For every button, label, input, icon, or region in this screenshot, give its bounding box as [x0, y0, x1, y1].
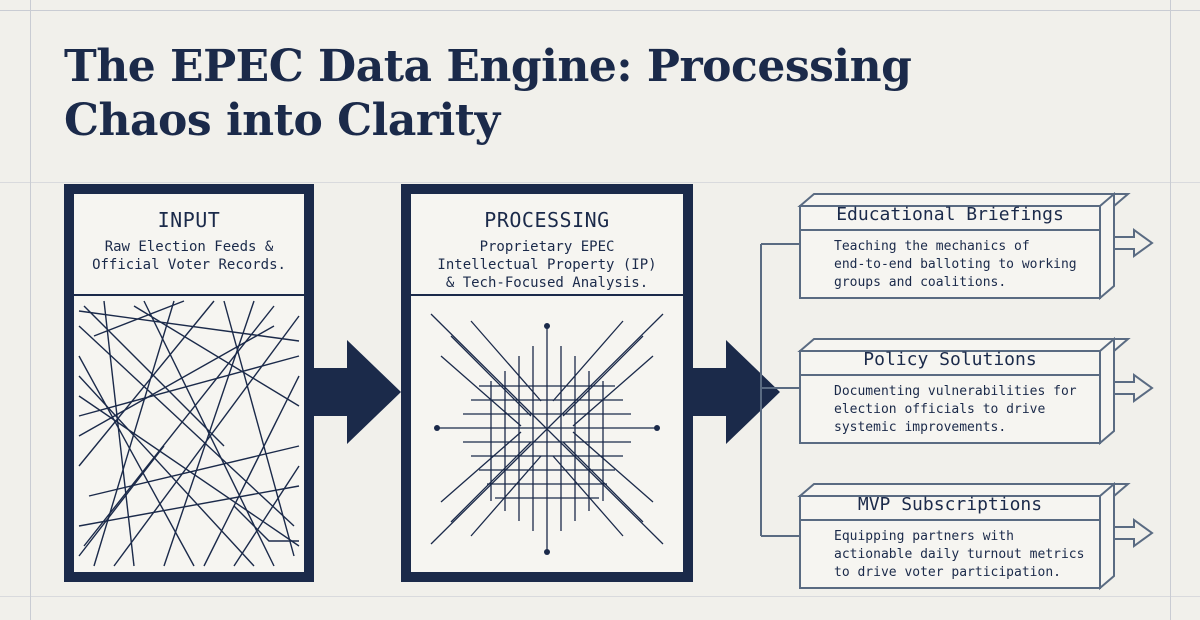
output-box-mvp-subscriptions: MVP Subscriptions Equipping partners wit…	[797, 481, 1131, 591]
processing-box: PROCESSING Proprietary EPEC Intellectual…	[401, 184, 693, 582]
output-description: Documenting vulnerabilities for election…	[834, 384, 1077, 435]
input-heading: INPUT	[157, 208, 221, 232]
input-header: INPUT Raw Election Feeds & Official Vote…	[74, 194, 304, 296]
hollow-arrow-icon	[1113, 373, 1154, 403]
output-box-policy-solutions: Policy Solutions Documenting vulnerabili…	[797, 336, 1131, 446]
output-box-educational-briefings: Educational Briefings Teaching the mecha…	[797, 191, 1131, 301]
page-title: The EPEC Data Engine: Processing Chaos i…	[64, 41, 912, 146]
output-description: Equipping partners with actionable daily…	[834, 529, 1085, 580]
output-title: Educational Briefings	[836, 204, 1064, 225]
frame-line-left	[30, 0, 31, 620]
frame-line-top	[0, 10, 1200, 11]
processing-header: PROCESSING Proprietary EPEC Intellectual…	[411, 194, 683, 296]
output-title: Policy Solutions	[863, 349, 1037, 370]
hollow-arrow-icon	[1113, 518, 1154, 548]
grid-lines-icon	[411, 296, 683, 572]
output-description: Teaching the mechanics of end-to-end bal…	[834, 239, 1077, 290]
frame-line-right	[1170, 0, 1171, 620]
branch-connector	[760, 243, 801, 537]
input-description: Raw Election Feeds & Official Voter Reco…	[92, 239, 286, 273]
processing-heading: PROCESSING	[484, 208, 610, 232]
chaos-lines-icon	[74, 296, 304, 572]
flow-arrow-icon	[692, 340, 780, 444]
frame-line-bottom	[0, 596, 1200, 597]
flow-arrow-icon	[313, 340, 401, 444]
hollow-arrow-icon	[1113, 228, 1154, 258]
input-box: INPUT Raw Election Feeds & Official Vote…	[64, 184, 314, 582]
output-title: MVP Subscriptions	[857, 494, 1043, 515]
frame-line-mid	[0, 182, 1200, 183]
processing-description: Proprietary EPEC Intellectual Property (…	[437, 239, 657, 291]
